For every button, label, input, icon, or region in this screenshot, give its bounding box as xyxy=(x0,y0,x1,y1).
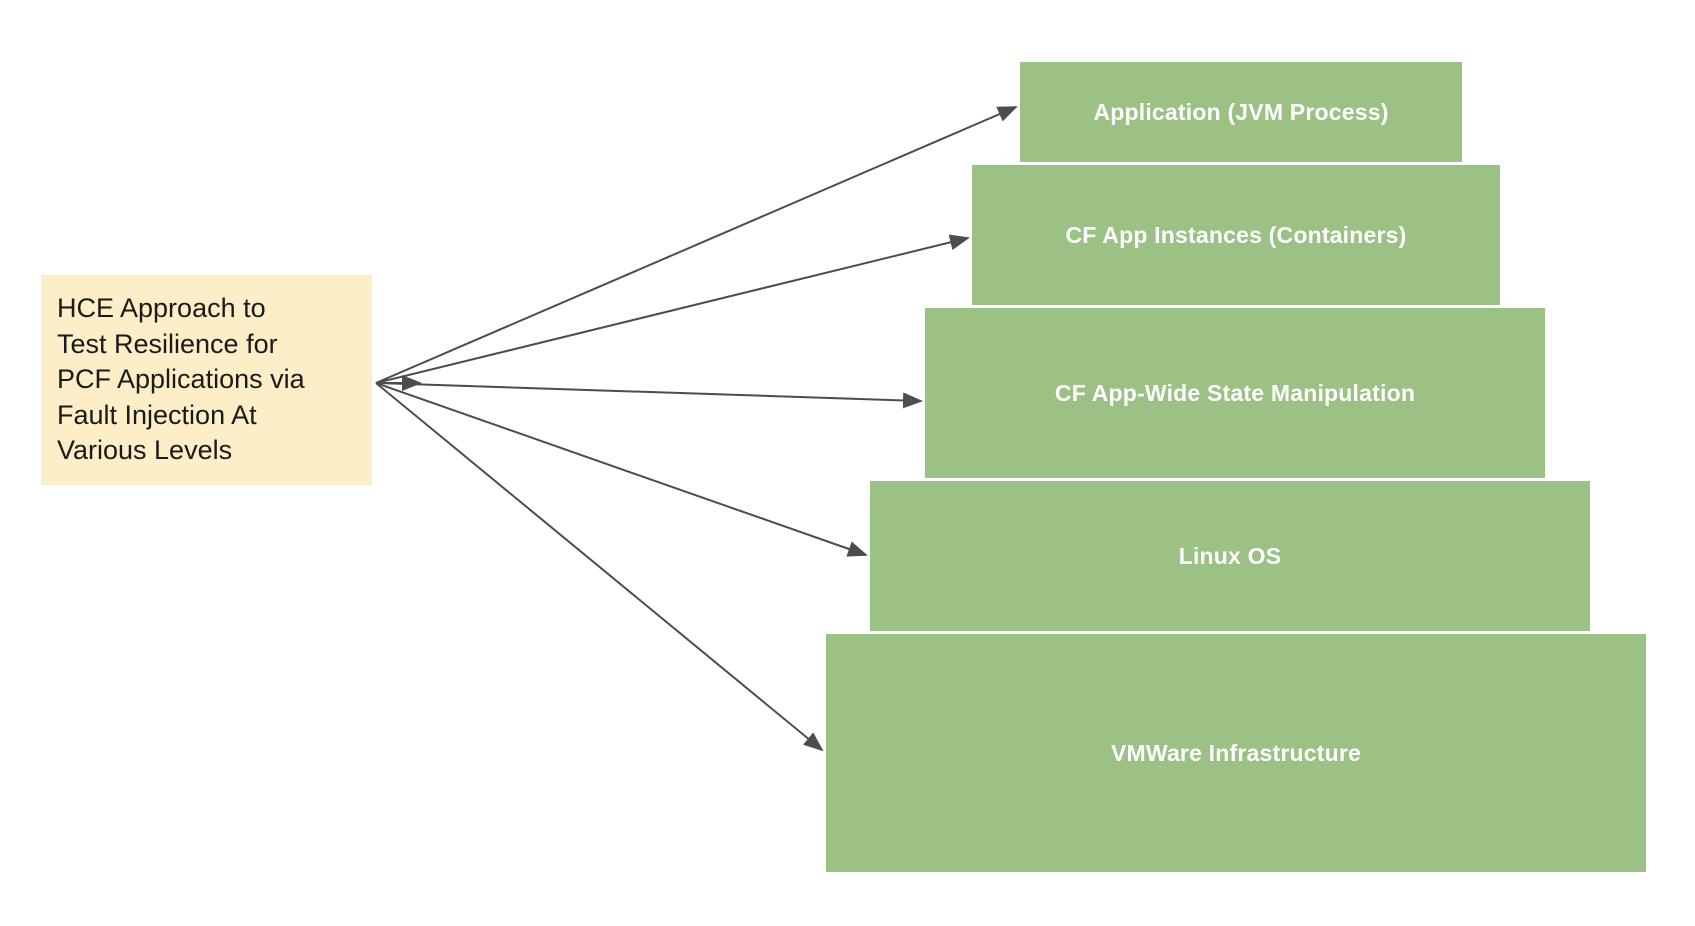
layer-node-label: Linux OS xyxy=(1178,542,1282,569)
layer-node-label: CF App-Wide State Manipulation xyxy=(1054,379,1416,406)
connector-arrow xyxy=(375,234,970,384)
layer-node[interactable]: Application (JVM Process) xyxy=(1020,62,1462,162)
connector-arrow xyxy=(375,382,824,752)
layer-node[interactable]: Linux OS xyxy=(870,481,1590,631)
connector-arrow xyxy=(375,106,1018,384)
layer-node[interactable]: VMWare Infrastructure xyxy=(826,634,1646,872)
layer-node-label: CF App Instances (Containers) xyxy=(1065,221,1407,248)
layer-node[interactable]: CF App Instances (Containers) xyxy=(972,165,1500,305)
connector-arrow xyxy=(375,382,868,557)
layer-node-label: Application (JVM Process) xyxy=(1093,98,1389,125)
connector-arrow xyxy=(375,382,923,409)
layer-node[interactable]: CF App-Wide State Manipulation xyxy=(925,308,1545,478)
layer-node-label: VMWare Infrastructure xyxy=(1110,739,1361,766)
